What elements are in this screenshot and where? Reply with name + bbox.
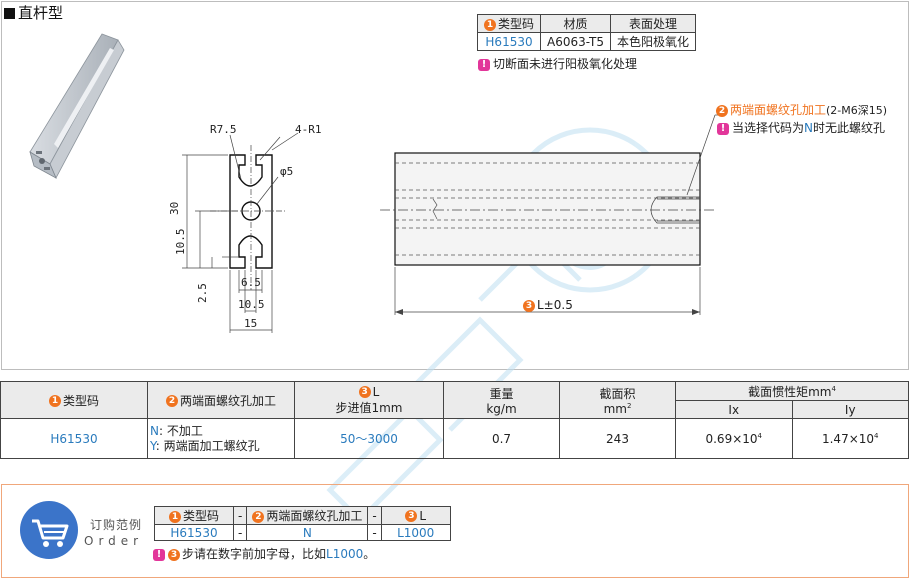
order-L-value: L1000 <box>380 524 451 541</box>
dim-r75: R7.5 <box>210 123 237 136</box>
number-2-icon: 2 <box>252 510 265 523</box>
material-header-surface: 表面处理 <box>609 14 696 33</box>
order-dash: - <box>367 506 382 525</box>
number-1-icon: 1 <box>168 510 181 523</box>
dim-10-5-v: 10.5 <box>174 229 187 256</box>
cut-face-note: !切断面未进行阳极氧化处理 <box>478 55 637 72</box>
dim-phi5: φ5 <box>280 165 293 178</box>
spec-L-value: 50～3000 <box>294 418 444 459</box>
material-value: A6063-T5 <box>540 32 611 51</box>
dim-10-5-h: 10.5 <box>238 298 265 311</box>
number-2-icon: 2 <box>716 104 728 117</box>
spec-header-iy: Iy <box>791 400 909 419</box>
number-3-icon: 3 <box>168 548 180 561</box>
page-title: 直杆型 <box>4 2 63 23</box>
spec-thread-options: N: 不加工 Y: 两端面加工螺纹孔 <box>147 418 295 459</box>
warning-icon: ! <box>717 122 729 135</box>
profile-3d-image <box>29 33 125 179</box>
number-3-icon: 3 <box>523 299 535 312</box>
number-3-icon: 3 <box>358 386 371 398</box>
number-2-icon: 2 <box>165 395 178 407</box>
spec-weight-value: 0.7 <box>443 418 560 459</box>
dim-2-5: 2.5 <box>196 283 209 303</box>
dim-4r1: 4-R1 <box>295 123 322 136</box>
dim-6-5: 6.5 <box>241 276 261 289</box>
order-dash: - <box>367 524 382 541</box>
order-example-panel <box>1 484 909 578</box>
spec-header-inertia: 截面惯性矩mm4 <box>675 381 909 401</box>
square-bullet-icon <box>4 8 15 19</box>
number-1-icon: 1 <box>484 18 496 31</box>
number-1-icon: 1 <box>48 395 61 407</box>
spec-header-ix: Ix <box>675 400 793 419</box>
cart-icon <box>20 501 78 559</box>
cross-section-drawing: R7.5 4-R1 φ5 30 10.5 2.5 6.5 10.5 15 <box>168 123 322 333</box>
drawing-panel <box>1 1 909 370</box>
surface-value: 本色阳极氧化 <box>609 32 696 51</box>
thread-note: !当选择代码为N时无此螺纹孔 <box>717 119 885 136</box>
order-dash: - <box>232 524 248 541</box>
dim-15: 15 <box>244 317 257 330</box>
order-dash: - <box>232 506 248 525</box>
dim-30: 30 <box>168 202 181 215</box>
warning-icon: ! <box>153 548 165 561</box>
material-type-value[interactable]: H61530 <box>476 32 542 51</box>
spec-type-value[interactable]: H61530 <box>0 418 148 459</box>
number-3-icon: 3 <box>405 510 418 522</box>
spec-area-value: 243 <box>559 418 676 459</box>
warning-icon: ! <box>478 58 490 71</box>
material-header-material: 材质 <box>540 14 611 33</box>
spec-iy-value: 1.47×104 <box>791 418 909 459</box>
spec-ix-value: 0.69×104 <box>675 418 793 459</box>
order-label-en: Order <box>84 534 144 548</box>
side-view-drawing <box>380 114 720 315</box>
order-thread-value: N <box>246 524 369 541</box>
order-label-cn: 订购范例 <box>90 518 143 532</box>
order-type-value: H61530 <box>154 524 234 541</box>
